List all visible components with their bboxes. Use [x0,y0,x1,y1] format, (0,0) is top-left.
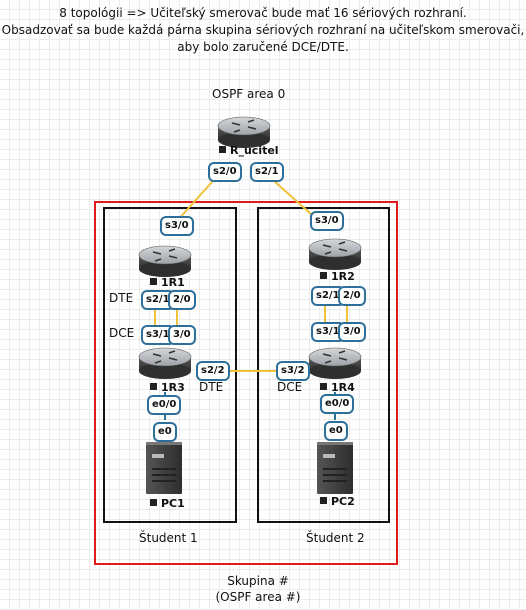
header-note: 8 topológii => Učiteľský smerovač bude m… [0,5,526,56]
dte-label: DTE [199,380,224,394]
student2-label: Študent 2 [306,531,365,545]
port-pc2-e0: e0 [324,421,348,441]
device-label-r-ucitel: R_ucitel [219,144,279,157]
port-ucitel-s2-1: s2/1 [250,162,284,182]
port-r1-s3-0: s3/0 [160,216,194,236]
port-r4-s3-2: s3/2 [276,361,310,381]
ospf-area0-label: OSPF area 0 [212,87,286,101]
port-r4-s3-0: 3/0 [338,322,366,342]
port-r3-s3-0: 3/0 [168,325,196,345]
router-icon[interactable] [308,238,362,270]
port-r2-s3-0: s3/0 [310,211,344,231]
header-line2: Obsadzovať sa bude každá párna skupina s… [1,23,525,37]
router-icon[interactable] [217,116,271,148]
pc-icon[interactable] [146,442,182,494]
device-label-1r3: 1R3 [150,381,185,394]
port-r3-e0-0: e0/0 [147,395,182,415]
router-icon[interactable] [308,347,362,379]
router-icon[interactable] [138,347,192,379]
group-frame [94,201,398,565]
port-r3-s3-1: s3/1 [141,325,175,345]
student2-frame [257,207,390,523]
dte-label: DTE [109,291,134,305]
group-area-label: (OSPF area #) [215,590,301,604]
device-label-1r2: 1R2 [320,270,355,283]
pc-icon[interactable] [317,442,353,494]
device-label-pc2: PC2 [320,495,355,508]
dce-label: DCE [277,380,303,394]
device-label-pc1: PC1 [150,497,185,510]
student1-frame [103,207,237,523]
device-label-1r4: 1R4 [320,381,355,394]
port-r1-s2-0: 2/0 [168,290,196,310]
port-r4-e0-0: e0/0 [320,394,355,414]
group-label: Skupina # [227,574,289,588]
router-icon[interactable] [138,245,192,277]
port-ucitel-s2-0: s2/0 [208,162,242,182]
port-pc1-e0: e0 [153,422,177,442]
header-line3: aby bolo zaručené DCE/DTE. [177,40,349,54]
header-line1: 8 topológii => Učiteľský smerovač bude m… [59,6,467,20]
port-r3-s2-2: s2/2 [196,361,230,381]
port-r2-s2-0: 2/0 [338,286,366,306]
dce-label: DCE [109,326,135,340]
device-label-1r1: 1R1 [150,276,185,289]
student1-label: Študent 1 [139,531,198,545]
